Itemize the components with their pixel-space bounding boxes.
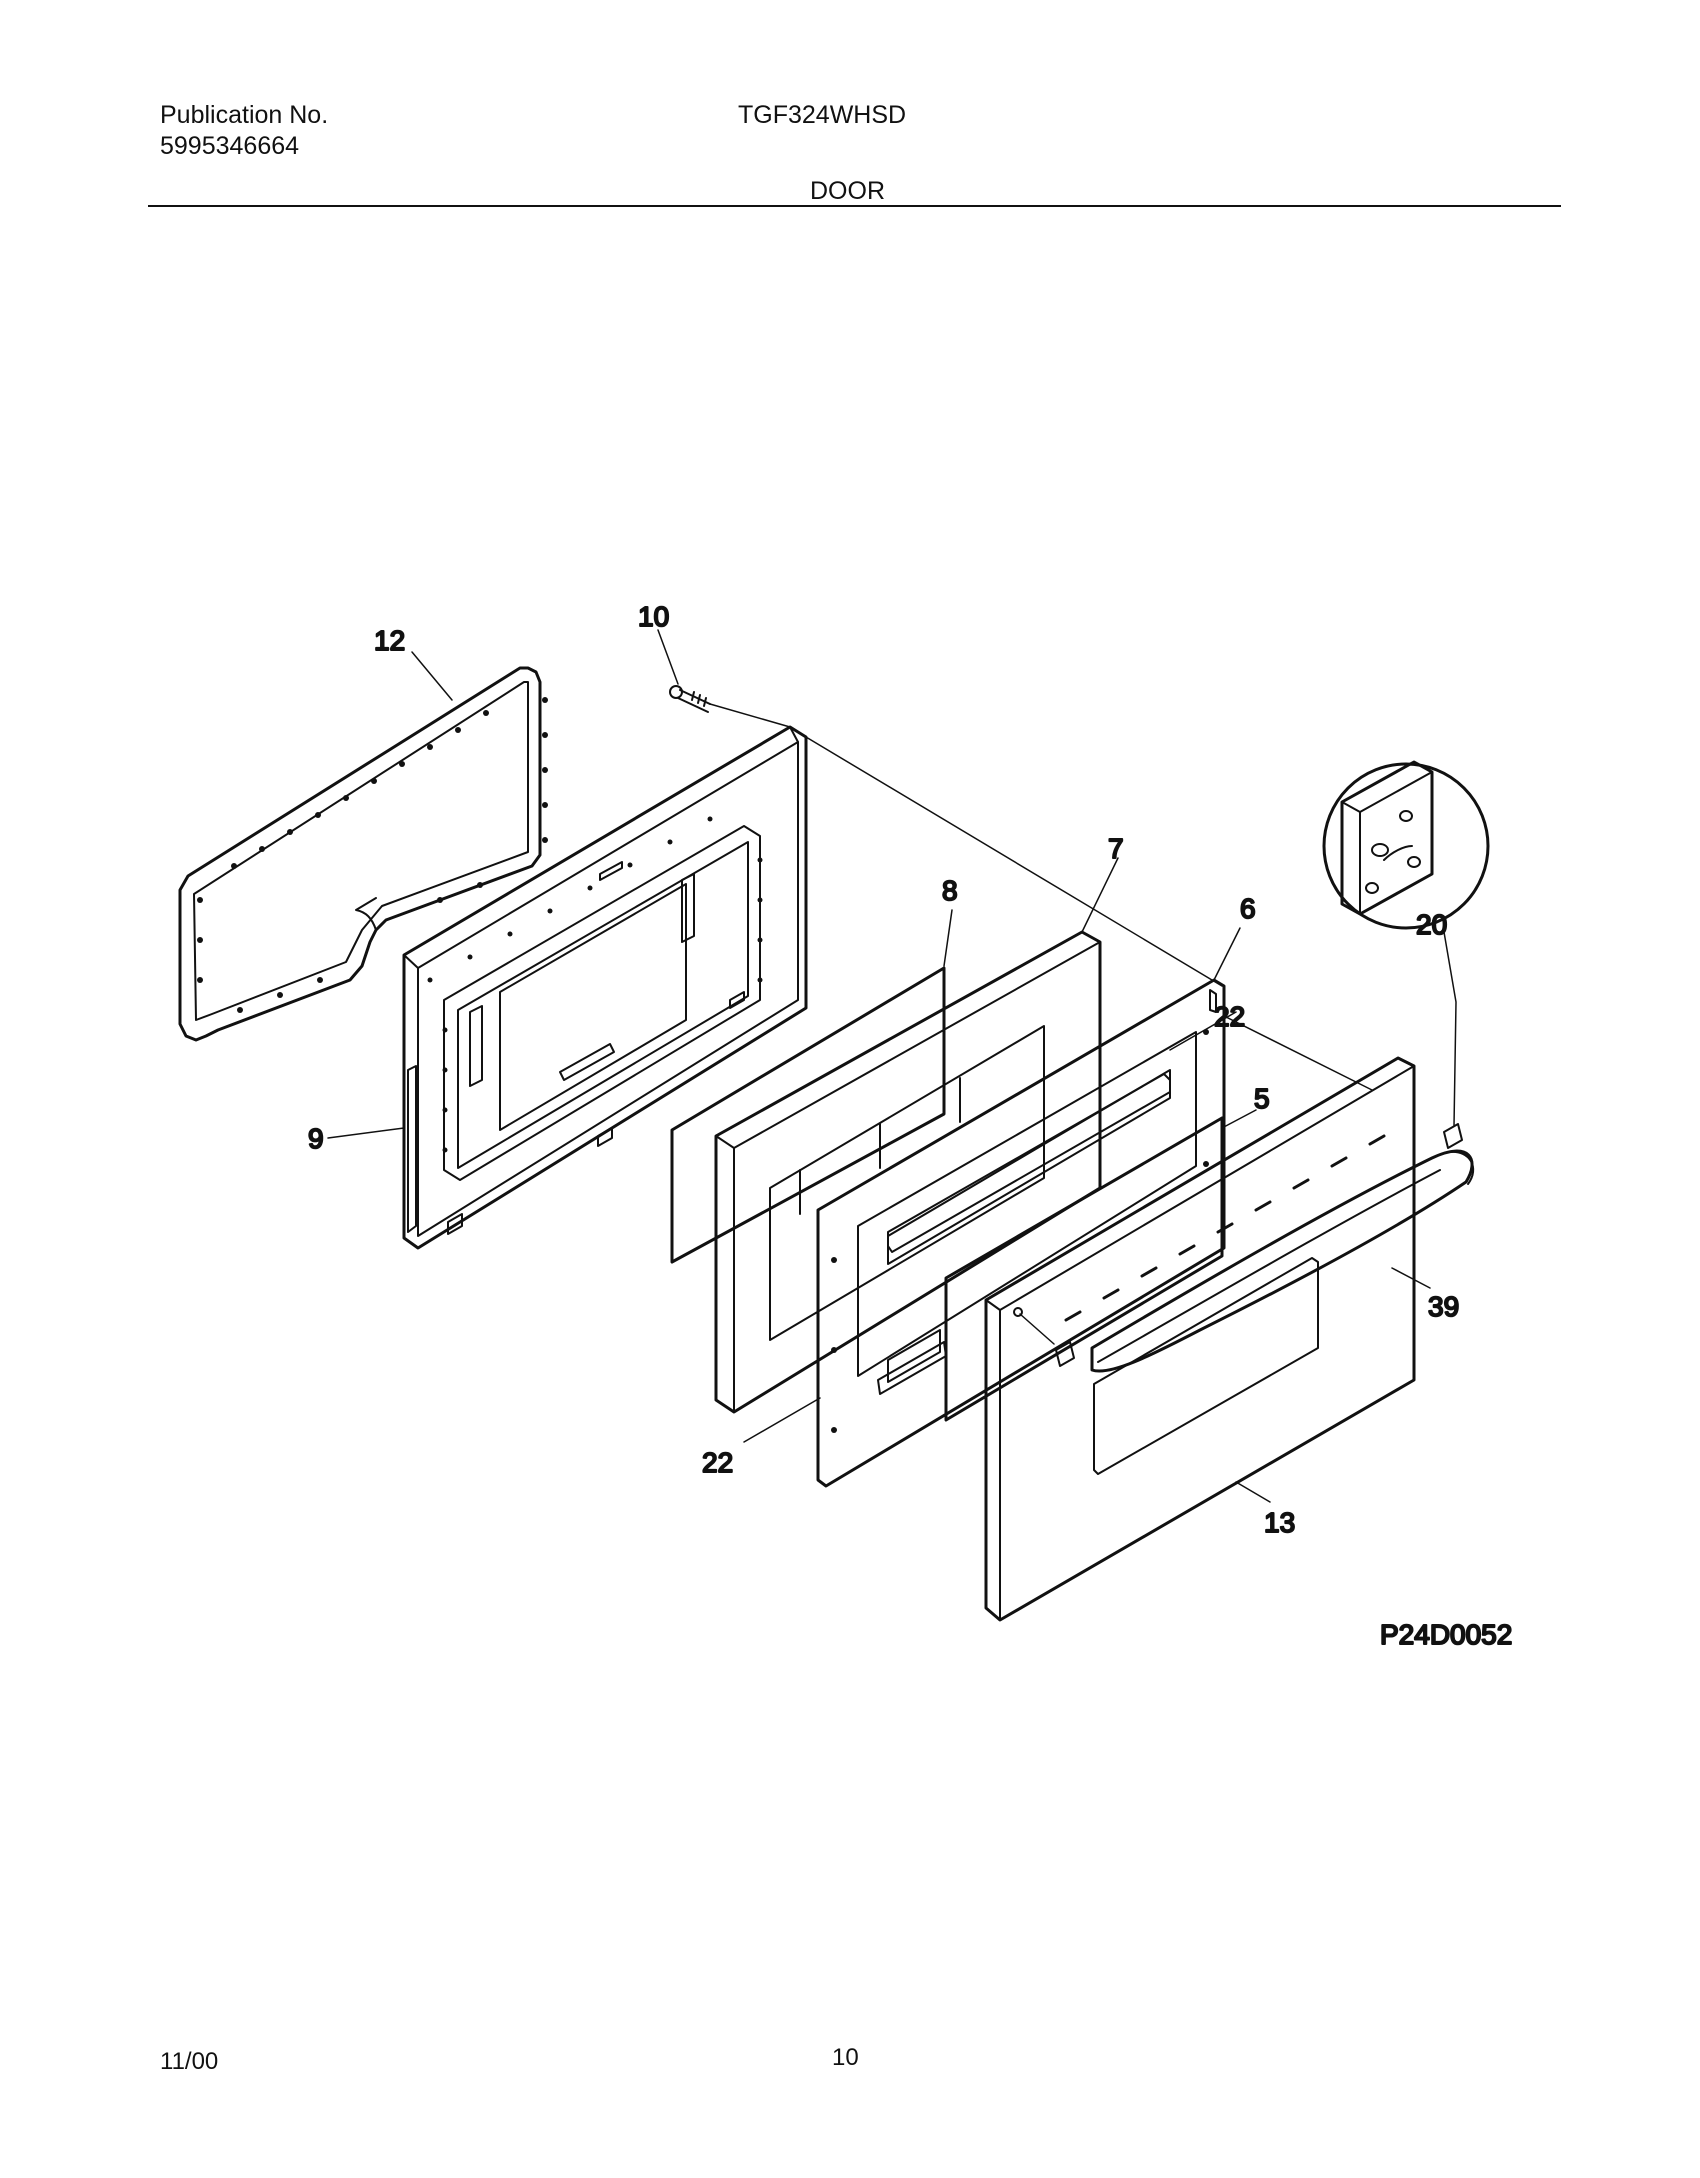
callout-20: 20 [1416,909,1447,940]
inner-glass-part-5 [944,1116,1224,1422]
door-liner-part-9 [402,725,808,1250]
header-rule [148,205,1561,207]
publication-label: Publication No. [160,101,329,129]
model-number: TGF324WHSD [738,101,907,129]
callout-22-upper: 22 [1214,1001,1245,1032]
section-title: DOOR [810,177,885,205]
bracket-part-20 [1055,760,1490,1367]
callout-39: 39 [1428,1291,1459,1322]
publication-number: 5995346664 [160,132,300,160]
callout-9: 9 [308,1123,324,1154]
screw-part-10 [669,685,711,713]
insulation-part-8 [670,966,946,1264]
callout-12: 12 [374,625,405,656]
glass-channel-part-22-upper [887,1073,1171,1253]
handle-part-39 [1090,1149,1475,1373]
gasket-part-12 [178,666,548,1042]
callout-22-lower: 22 [702,1447,733,1478]
outer-door-part-13 [984,1056,1416,1622]
leader-lines [327,629,1457,1503]
callout-13: 13 [1264,1507,1295,1538]
drawing-number: P24D0052 [1380,1619,1512,1650]
callout-6: 6 [1240,893,1256,924]
callout-5: 5 [1254,1083,1270,1114]
alignment-lines [709,703,1373,1345]
footer-date: 11/00 [160,2048,219,2075]
page-number: 10 [832,2044,859,2071]
callout-8: 8 [942,875,958,906]
callout-10: 10 [638,601,669,632]
callout-7: 7 [1108,833,1124,864]
